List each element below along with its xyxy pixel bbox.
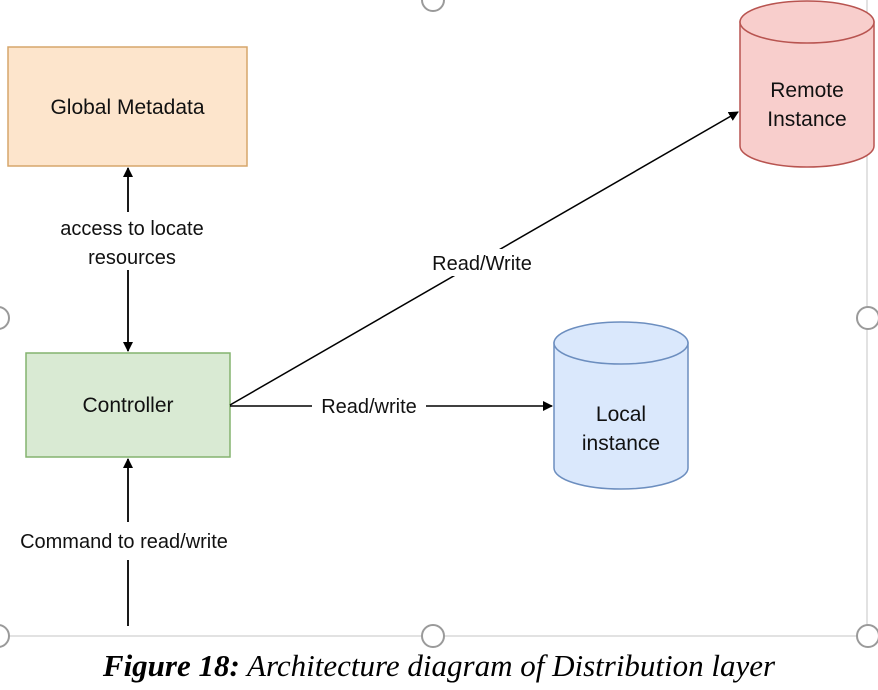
resize-handle[interactable] [421,0,445,12]
controller-label: Controller [82,394,173,417]
resize-handle[interactable] [421,624,445,648]
controller-node[interactable]: Controller [25,352,231,458]
command-edge: Command to read/write [20,458,228,626]
local-rw-label: Read/write [321,396,417,418]
local-instance-label-line1: Local [596,403,646,426]
local-rw-edge: Read/write [230,393,553,418]
figure-caption-prefix: Figure 18: [102,648,240,683]
remote-instance-node[interactable]: Remote Instance [739,0,875,168]
metadata-access-label-line1: access to locate [60,218,203,240]
local-rw-label-background [312,393,426,417]
local-instance-node[interactable]: Local instance [553,321,689,490]
resize-handle[interactable] [856,306,878,330]
local-instance-label-line2: instance [582,432,660,455]
figure-caption: Figure 18: Architecture diagram of Distr… [0,648,878,684]
global-metadata-label: Global Metadata [50,96,204,119]
remote-rw-edge: Read/Write [229,111,739,406]
remote-instance-label-line2: Instance [767,108,846,131]
resize-handle[interactable] [0,306,10,330]
architecture-diagram: Global Metadata Controller Remote Instan… [0,0,878,648]
metadata-access-label-line2: resources [88,247,176,269]
resize-handle[interactable] [856,624,878,648]
global-metadata-node[interactable]: Global Metadata [7,46,248,167]
resize-handle[interactable] [0,624,10,648]
command-label: Command to read/write [20,531,228,553]
remote-rw-label-background [418,249,546,276]
metadata-access-edge: access to locate resources [60,167,204,352]
remote-rw-label: Read/Write [432,253,532,275]
figure-caption-text: Architecture diagram of Distribution lay… [239,648,776,683]
remote-instance-label-line1: Remote [770,79,844,102]
selection-handles [0,0,878,648]
